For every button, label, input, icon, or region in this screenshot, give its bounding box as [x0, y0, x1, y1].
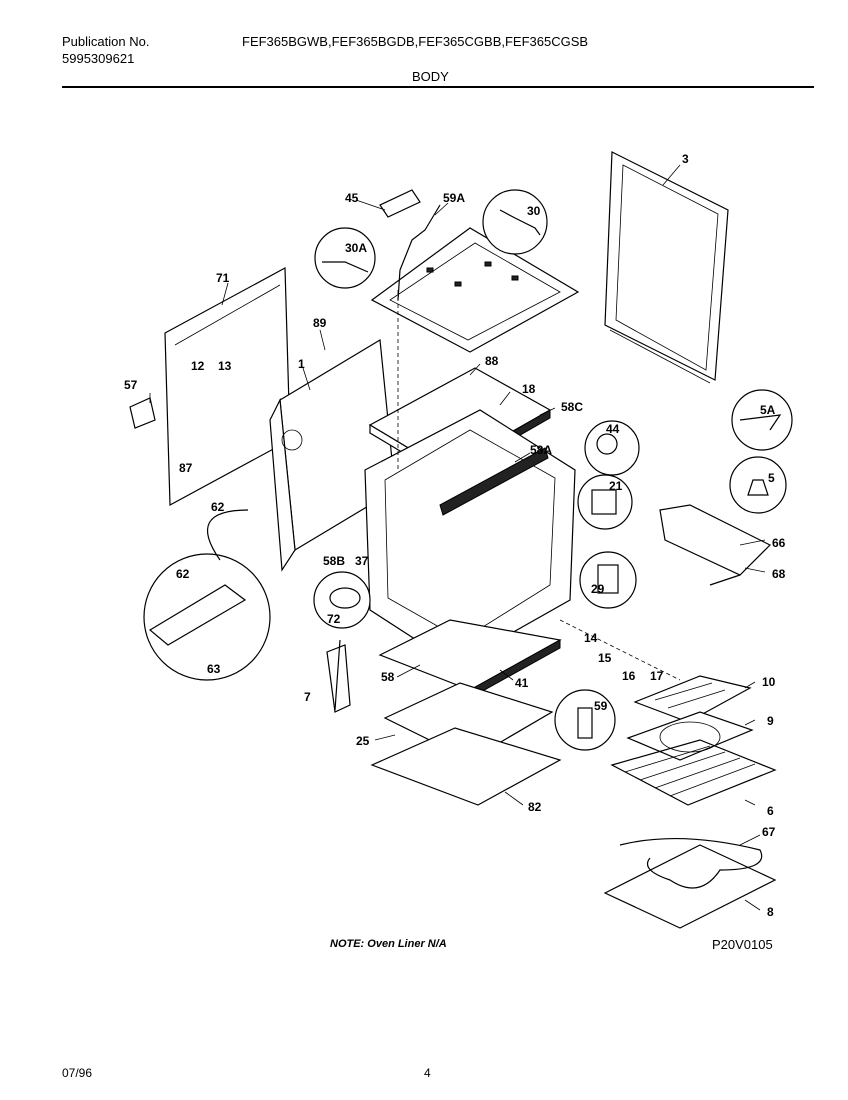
- callout: 8: [767, 905, 774, 919]
- callout: 88: [485, 354, 499, 368]
- callout: 63: [207, 662, 221, 676]
- callout: 13: [218, 359, 232, 373]
- publication-number: 5995309621: [62, 51, 135, 66]
- broiler-pan: [626, 711, 754, 761]
- callout: 30A: [345, 241, 367, 255]
- callout: 67: [762, 825, 776, 839]
- callout: 15: [598, 651, 612, 665]
- side-panel: [164, 267, 291, 506]
- callout: 58C: [561, 400, 583, 414]
- callout: 59: [594, 699, 608, 713]
- publication-label: Publication No.: [62, 34, 150, 49]
- bracket-57: [129, 397, 156, 429]
- callout: 87: [179, 461, 193, 475]
- footer-date: 07/96: [62, 1066, 93, 1080]
- header-rule: [62, 86, 814, 88]
- callout: 21: [609, 479, 623, 493]
- callout: 29: [591, 582, 605, 596]
- callout: 89: [313, 316, 327, 330]
- door-hinge: [326, 639, 351, 713]
- callout: 58B: [323, 554, 345, 568]
- callout: 62: [211, 500, 225, 514]
- bake-element-tray: [603, 837, 777, 929]
- callout: 3: [682, 152, 689, 166]
- callout: 10: [762, 675, 776, 689]
- cooktop-frame: [370, 227, 580, 353]
- callout: 82: [528, 800, 542, 814]
- callout: 58: [381, 670, 395, 684]
- section-title: BODY: [412, 69, 449, 84]
- kick-panel: [370, 727, 562, 806]
- broil-element: [659, 504, 772, 586]
- callout: 18: [522, 382, 536, 396]
- back-panel: [604, 151, 729, 384]
- detail-circles: [143, 189, 793, 751]
- broiler-insert: [633, 675, 752, 723]
- oven-rack: [610, 739, 777, 806]
- oven-body: [364, 290, 681, 681]
- callout: 72: [327, 612, 341, 626]
- callout: 45: [345, 191, 359, 205]
- callout: 37: [355, 554, 369, 568]
- oven-liner-note: NOTE: Oven Liner N/A: [330, 938, 447, 950]
- callout: 14: [584, 631, 598, 645]
- tube-bracket: [379, 189, 441, 301]
- callout: 58A: [530, 443, 552, 457]
- callout: 59A: [443, 191, 465, 205]
- callout: 1: [298, 357, 305, 371]
- callout: 30: [527, 204, 541, 218]
- leader-lines: [149, 164, 766, 911]
- callout: 71: [216, 271, 230, 285]
- callout: 44: [606, 422, 620, 436]
- oven-bottom: [378, 619, 562, 699]
- callout: 41: [515, 676, 529, 690]
- callout: 5: [768, 471, 775, 485]
- callout: 66: [772, 536, 786, 550]
- callout-labels: 3 45 59A 30 30A 71 89 88 18 58C 57 12 13…: [124, 152, 786, 919]
- callout: 57: [124, 378, 138, 392]
- callout: 25: [356, 734, 370, 748]
- callout: 9: [767, 714, 774, 728]
- callout: 5A: [760, 403, 776, 417]
- callout: 16: [622, 669, 636, 683]
- callout: 62: [176, 567, 190, 581]
- callout: 17: [650, 669, 664, 683]
- page-number: 4: [424, 1066, 431, 1080]
- callout: 7: [304, 690, 311, 704]
- model-numbers: FEF365BGWB,FEF365BGDB,FEF365CGBB,FEF365C…: [242, 34, 589, 49]
- callout: 6: [767, 804, 774, 818]
- callout: 12: [191, 359, 205, 373]
- diagram-code: P20V0105: [712, 937, 773, 952]
- callout: 68: [772, 567, 786, 581]
